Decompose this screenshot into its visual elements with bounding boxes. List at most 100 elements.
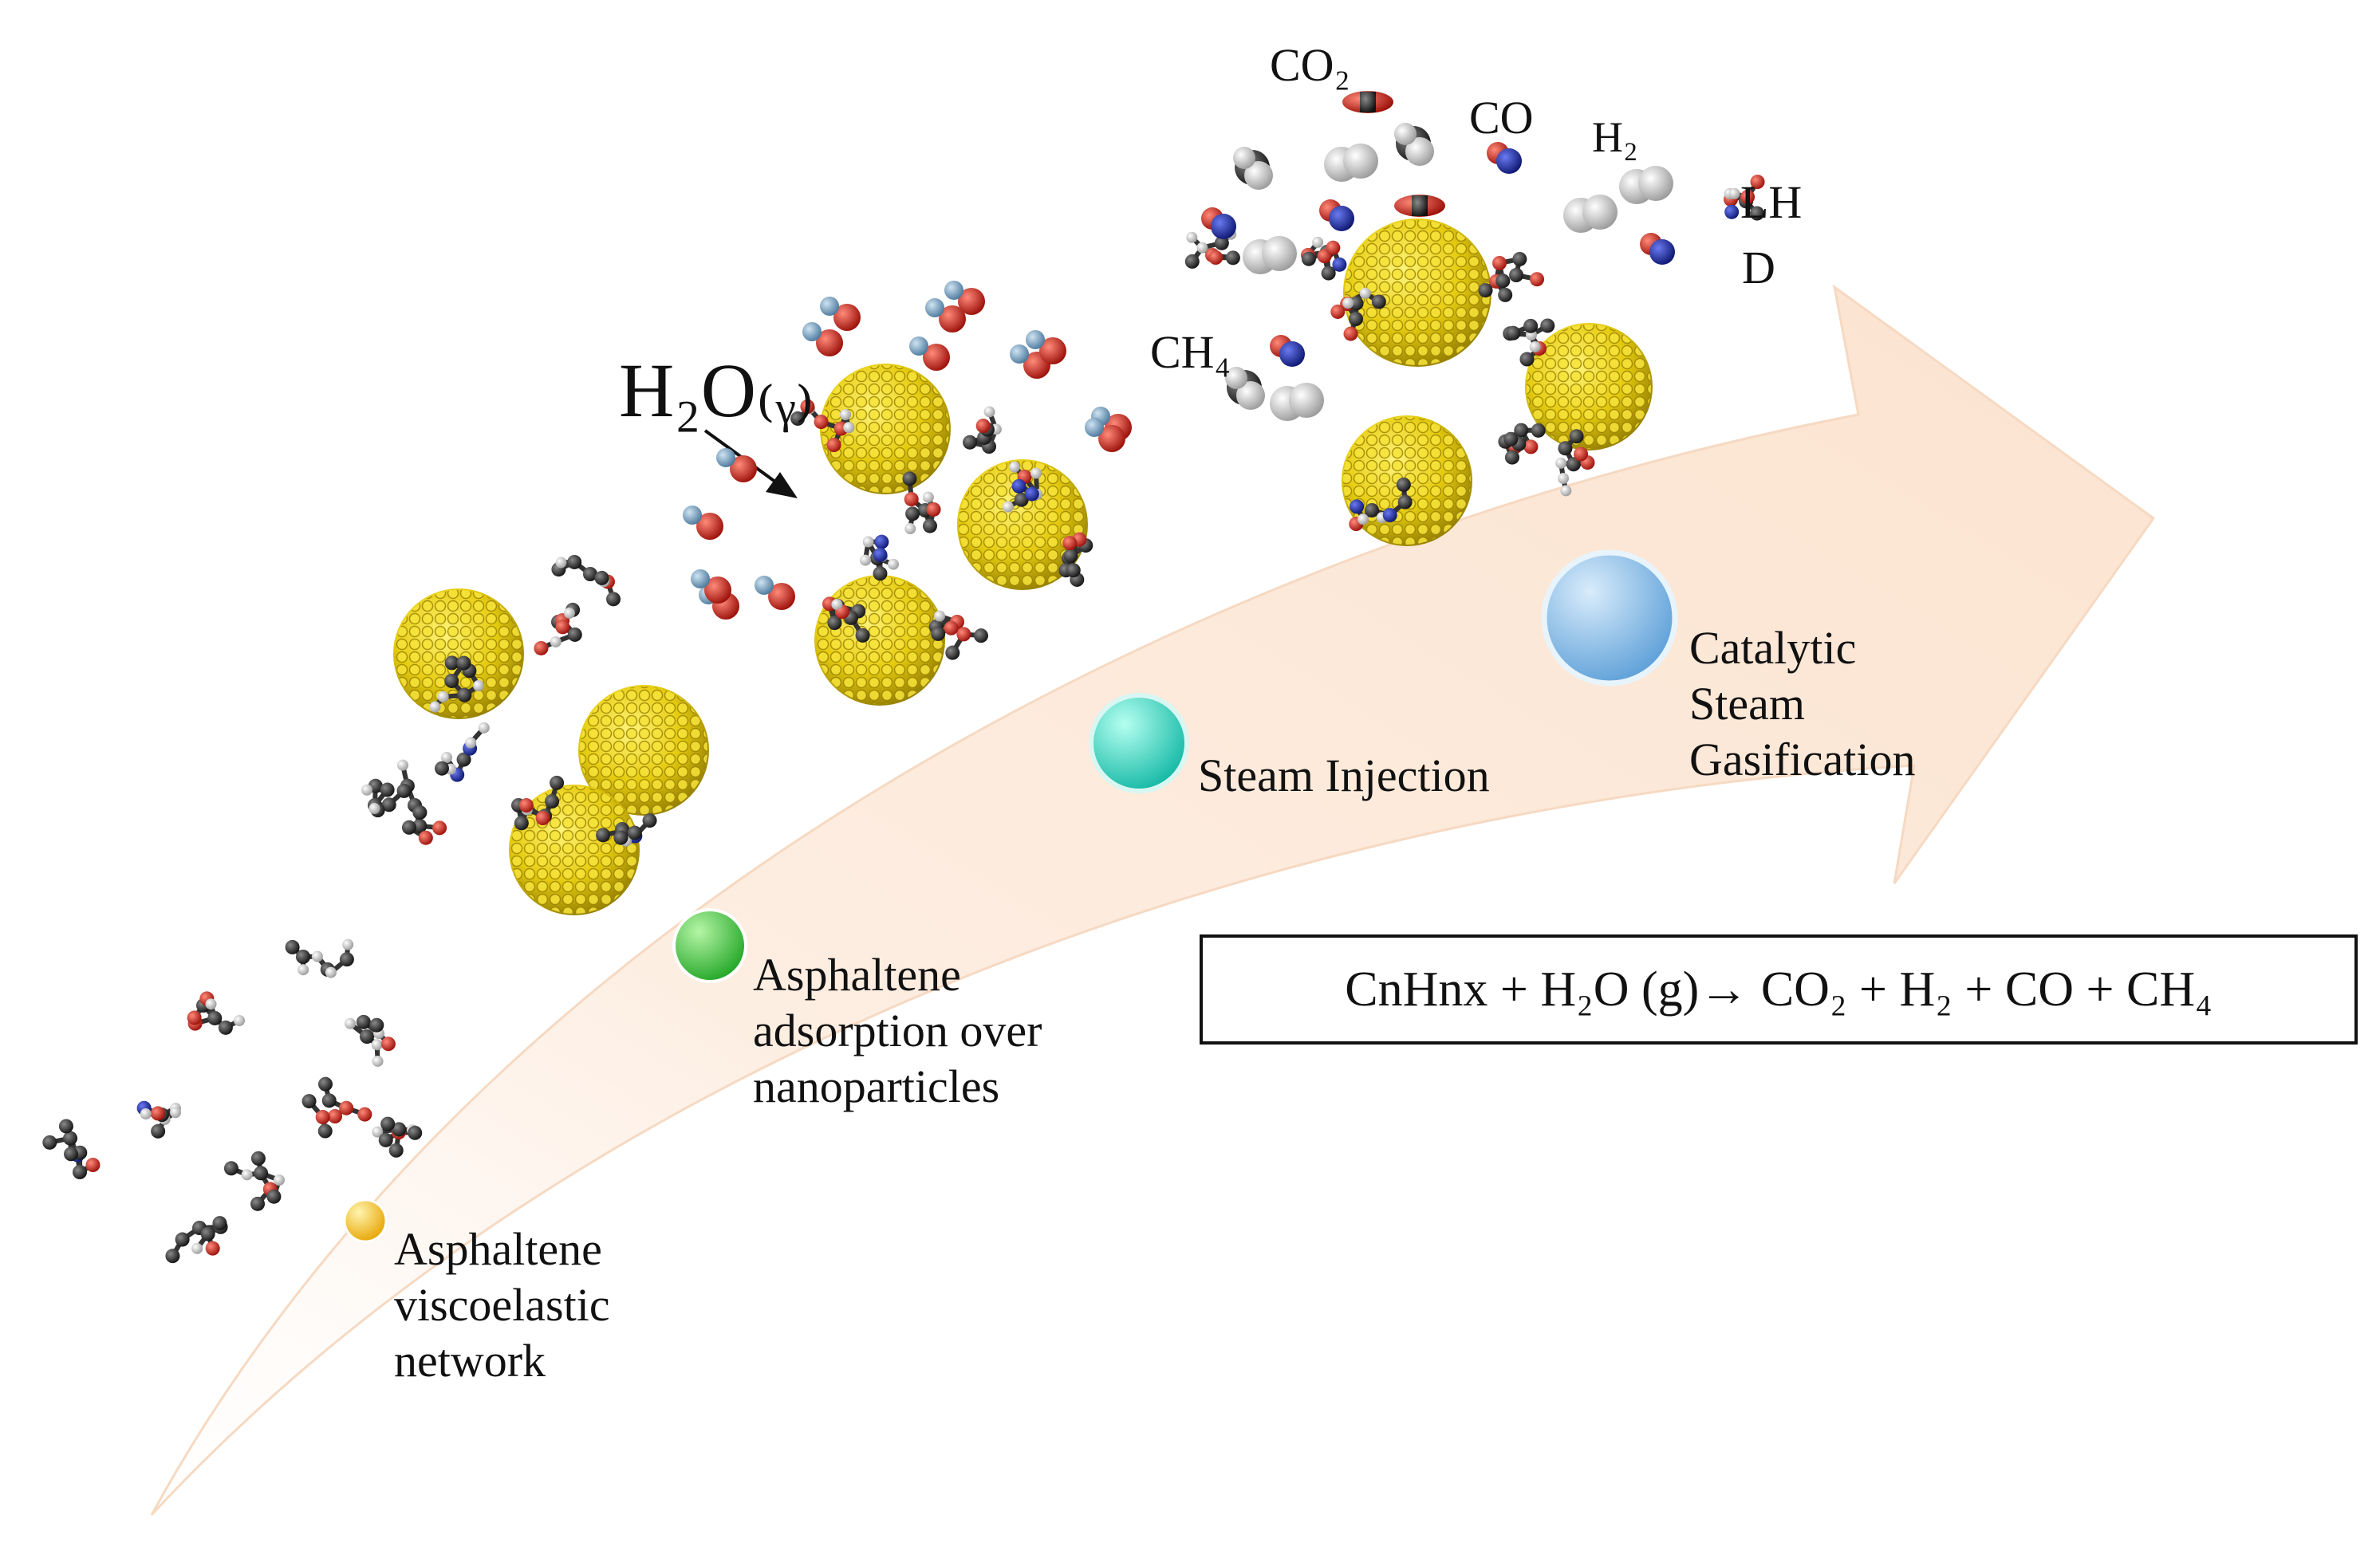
molecule-atom — [1359, 287, 1371, 299]
molecule-atom — [831, 599, 843, 611]
molecule-atom — [905, 506, 920, 521]
molecule-atom — [401, 820, 416, 835]
molecule-atom — [840, 409, 851, 420]
molecule-atom — [380, 782, 395, 797]
stage-4-bullet — [1541, 549, 1678, 687]
molecule-atom — [1503, 431, 1519, 447]
molecule-atom — [1566, 457, 1581, 472]
molecule-atom — [1740, 189, 1755, 204]
molecule-atom — [380, 1116, 396, 1131]
molecule-atom — [1724, 204, 1740, 219]
molecule-atom — [1519, 352, 1535, 367]
molecule-atom — [904, 523, 916, 535]
molecule-atom — [922, 491, 934, 503]
molecule-atom — [1529, 340, 1541, 352]
molecule-atom — [250, 1196, 266, 1211]
molecule-atom — [478, 722, 490, 734]
molecule-atom — [241, 1169, 253, 1181]
molecule-atom — [975, 419, 991, 434]
steam-label: H₂O₍ᵧ₎ — [619, 348, 814, 433]
ch4-hydrogen-atom — [1244, 161, 1273, 190]
water-oxygen-atom — [1039, 337, 1066, 364]
water-hydrogen-atom — [802, 322, 822, 341]
ch4-hydrogen-atom — [1405, 137, 1434, 166]
water-oxygen-atom — [958, 288, 985, 315]
co-carbon-atom — [1329, 206, 1354, 231]
molecule-atom — [596, 828, 611, 843]
molecule-atom — [317, 1076, 333, 1092]
molecule-atom — [266, 1189, 282, 1204]
molecule-atom — [1301, 251, 1316, 266]
molecule-atom — [1184, 254, 1200, 269]
molecule-atom — [1342, 297, 1354, 309]
ch4-hydrogen-atom — [1394, 123, 1417, 145]
molecule-atom — [1196, 242, 1208, 254]
water-hydrogen-atom — [820, 297, 839, 316]
molecule-atom — [64, 1147, 79, 1162]
molecule-atom — [567, 627, 582, 642]
molecule-atom — [380, 1037, 396, 1052]
molecule-atom — [339, 952, 354, 967]
stage-4-label-line-3: Gasification — [1689, 734, 1916, 785]
molecule-atom — [212, 1216, 227, 1231]
molecule-atom — [1478, 283, 1493, 298]
molecule-atom — [408, 1125, 423, 1140]
water-oxygen-atom — [833, 304, 861, 331]
molecule-atom — [1365, 503, 1379, 517]
molecule-atom — [567, 554, 582, 569]
molecule-atom — [457, 687, 472, 702]
molecule-atom — [873, 566, 888, 581]
water-hydrogen-atom — [683, 506, 702, 525]
molecule-atom — [1498, 287, 1513, 302]
molecule-atom — [862, 536, 874, 548]
molecule-atom — [473, 680, 484, 691]
molecule-atom — [357, 1107, 372, 1122]
molecule-atom — [170, 1107, 182, 1119]
h2-atom — [1638, 166, 1673, 201]
molecule-atom — [826, 438, 841, 453]
molecule-atom — [594, 570, 609, 585]
molecule-atom — [1186, 231, 1198, 243]
molecule-atom — [1357, 513, 1369, 525]
molecule-atom — [1349, 296, 1364, 311]
molecule-atom — [555, 620, 570, 635]
molecule-atom — [1062, 536, 1078, 551]
stage-4-label-line-2: Steam — [1689, 678, 1805, 730]
water-oxygen-atom — [730, 455, 757, 482]
molecule-atom — [315, 1110, 330, 1125]
molecule-atom — [1531, 423, 1546, 438]
molecule-atom — [250, 1151, 266, 1166]
molecule-atom — [1332, 257, 1347, 272]
stage-4-label: Catalytic Steam Gasification — [1689, 620, 1915, 788]
stage-2-bullet — [672, 908, 747, 983]
ch4-hydrogen-atom — [1233, 147, 1255, 169]
molecule-atom — [58, 1119, 73, 1134]
nanoparticle-surface — [395, 590, 522, 718]
molecule-atom — [1343, 326, 1358, 341]
molecule-atom — [1512, 251, 1527, 266]
molecule-atom — [63, 1131, 78, 1146]
h2-atom — [1289, 383, 1324, 418]
molecule-atom — [555, 557, 567, 569]
molecule-atom — [1569, 429, 1584, 444]
molecule-atom — [1350, 499, 1365, 514]
molecule-atom — [429, 701, 441, 713]
molecule-atom — [418, 830, 433, 845]
molecule-atom — [944, 620, 959, 635]
molecule-atom — [151, 1123, 166, 1139]
molecule-atom — [465, 737, 477, 749]
co-carbon-atom — [1496, 148, 1522, 174]
molecule-atom — [205, 998, 217, 1010]
molecule-atom — [325, 966, 337, 978]
molecule-atom — [412, 818, 428, 833]
stage-2-label-line-3: nanoparticles — [753, 1060, 1000, 1112]
molecule-atom — [301, 1094, 317, 1109]
molecule-atom — [1495, 273, 1511, 289]
molecule-atom — [945, 645, 960, 660]
molecule-atom — [1371, 294, 1386, 309]
molecule-atom — [223, 1161, 238, 1176]
molecule-atom — [1214, 235, 1229, 250]
molecule-atom — [1397, 494, 1413, 509]
